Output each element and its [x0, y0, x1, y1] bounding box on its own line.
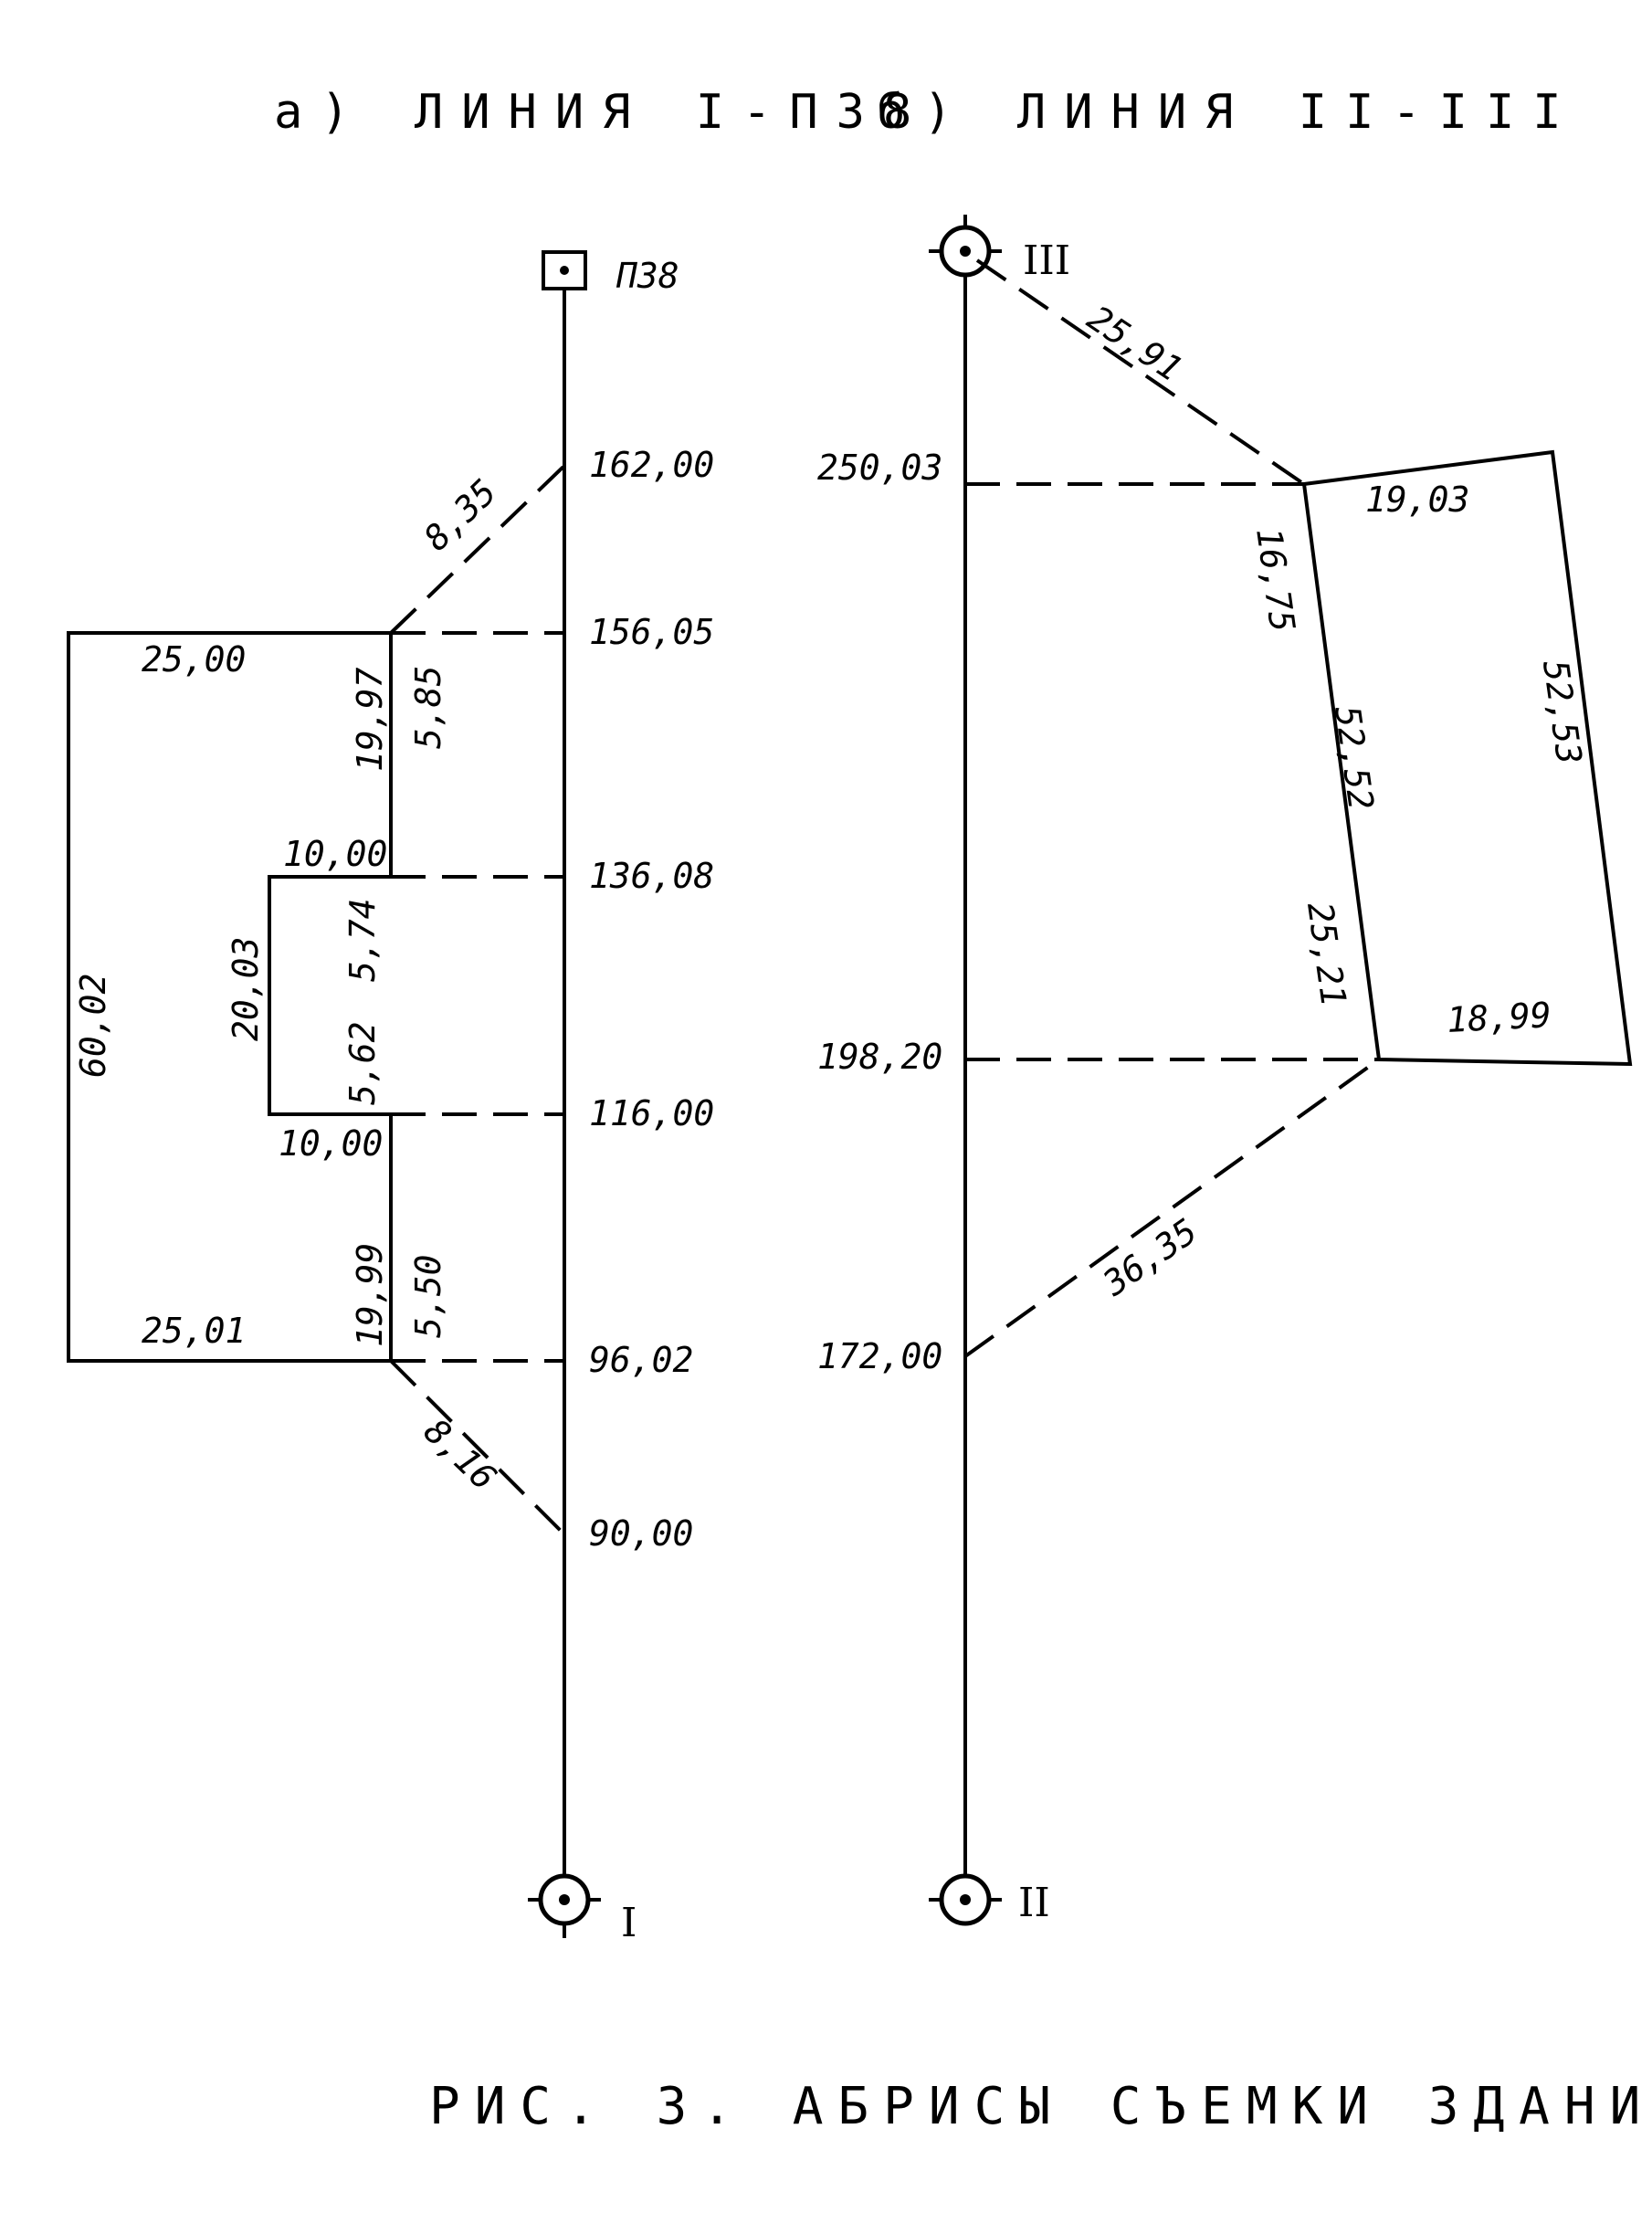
- left-sketch: П38 I 162,00 156,05 136,08 116,00 96,02 …: [67, 250, 714, 1946]
- title-right: б) ЛИНИЯ II-III: [877, 85, 1580, 140]
- station-p38-icon: [542, 250, 587, 290]
- station-i-icon: [528, 1873, 601, 1938]
- figure-caption: РИС. 3. АБРИСЫ СЪЕМКИ ЗДАНИЙ: [429, 2076, 1652, 2136]
- building-notch: [268, 875, 391, 1116]
- tie-line-bottom-right: [963, 1058, 1381, 1358]
- dim-19-97: 19,97: [350, 667, 390, 772]
- chainage-90: 90,00: [589, 1513, 693, 1554]
- dim-19-99: 19,99: [350, 1243, 390, 1347]
- dim-5-62: 5,62: [342, 1021, 383, 1105]
- chainage-172: 172,00: [817, 1336, 942, 1376]
- dim-25-00: 25,00: [142, 639, 246, 680]
- dim-16-75: 16,75: [1248, 525, 1302, 634]
- chainage-13608: 136,08: [589, 856, 714, 896]
- station-p38-label: П38: [616, 256, 679, 296]
- tie-line-top-right: [975, 258, 1306, 486]
- dim-10-00-top: 10,00: [283, 834, 387, 874]
- dim-8-16: 8,16: [416, 1411, 504, 1498]
- dim-10-00-bottom: 10,00: [279, 1123, 383, 1164]
- dim-25-91: 25,91: [1080, 298, 1189, 389]
- dim-8-35: 8,35: [416, 471, 504, 558]
- station-ii-label: II: [1018, 1880, 1050, 1926]
- station-iii-icon: [929, 215, 1002, 278]
- title-left: а) ЛИНИЯ I-П38: [274, 85, 930, 140]
- dim-5-85: 5,85: [408, 665, 448, 749]
- building-outer-wall: [67, 631, 391, 1363]
- dim-60-02: 60,02: [73, 974, 113, 1078]
- chainage-162: 162,00: [589, 445, 714, 485]
- chainage-25003: 250,03: [817, 448, 942, 488]
- chainage-15605: 156,05: [589, 612, 714, 652]
- tie-line-bottom: [389, 1359, 566, 1536]
- station-ii-icon: [929, 1873, 1002, 1926]
- right-sketch: III II 250,03 198,20 172,00 25,91 19,03 …: [817, 215, 1633, 1926]
- tie-line-top: [389, 464, 566, 635]
- dim-5-74: 5,74: [342, 898, 383, 982]
- dim-5-50: 5,50: [408, 1254, 448, 1338]
- dim-20-03: 20,03: [226, 937, 266, 1041]
- station-i-label: I: [621, 1900, 637, 1946]
- chainage-19820: 198,20: [817, 1037, 942, 1077]
- dim-19-03: 19,03: [1365, 479, 1469, 520]
- dim-52-52: 52,52: [1327, 703, 1381, 812]
- chainage-9602: 96,02: [589, 1340, 693, 1380]
- dim-25-01: 25,01: [142, 1311, 246, 1351]
- building-quad: [1301, 449, 1633, 1067]
- dim-25-21: 25,21: [1300, 900, 1353, 1008]
- station-iii-label: III: [1023, 237, 1070, 284]
- dim-18-99: 18,99: [1446, 995, 1552, 1040]
- chainage-116: 116,00: [589, 1093, 714, 1133]
